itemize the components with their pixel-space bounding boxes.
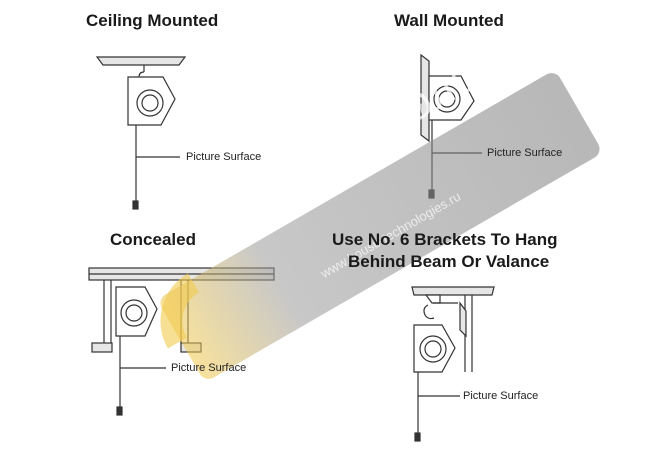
wall-mounted-title: Wall Mounted [394,11,504,30]
brackets-picture-surface-label: Picture Surface [463,390,539,402]
concealed-picture-surface-label: Picture Surface [171,362,247,374]
concealed-title: Concealed [110,230,196,249]
wall-picture-surface-label: Picture Surface [487,147,563,159]
watermark-logo [160,73,600,379]
brackets-title-line1: Use No. 6 Brackets To Hang [332,230,558,249]
ceiling-mounted-illustration [95,56,187,210]
brackets-illustration [411,286,495,442]
brackets-title-line2: Behind Beam Or Valance [348,252,550,271]
ceiling-picture-surface-label: Picture Surface [186,151,262,163]
wall-mounted-illustration [420,53,482,199]
ceiling-mounted-title: Ceiling Mounted [86,11,219,30]
